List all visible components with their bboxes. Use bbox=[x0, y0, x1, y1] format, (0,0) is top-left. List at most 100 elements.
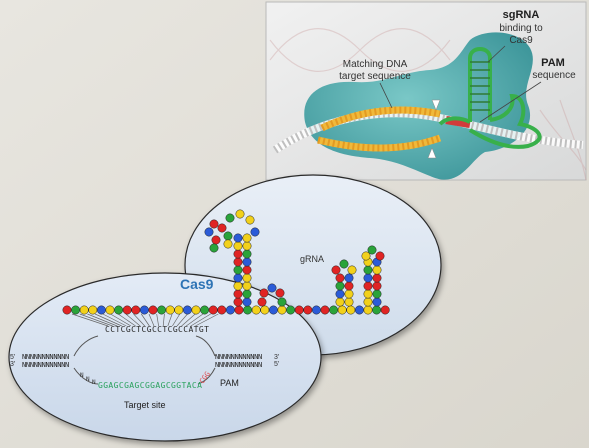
bottom-panel: Cas9 gRNA CCTCGCTCGCCTCGCCATGT 5' 3' NNN… bbox=[8, 174, 442, 442]
nucleotide-bead bbox=[267, 283, 277, 293]
nucleotide-bead bbox=[242, 265, 252, 275]
matching-leader-line bbox=[379, 82, 393, 109]
nucleotide-bead bbox=[344, 281, 354, 291]
nucleotide-bead bbox=[277, 297, 287, 307]
pairing-line bbox=[162, 313, 165, 327]
pam-sequence-label: sequence bbox=[532, 70, 576, 81]
nucleotide-bead bbox=[233, 249, 243, 259]
nucleotide-bead bbox=[335, 289, 345, 299]
nucleotide-bead bbox=[71, 305, 81, 315]
nucleotide-bead bbox=[96, 305, 106, 315]
nucleotide-bead bbox=[363, 305, 373, 315]
nucleotide-bead bbox=[242, 273, 252, 283]
nucleotide-bead bbox=[347, 265, 357, 275]
cas9-label: Cas9 bbox=[180, 276, 214, 292]
sgrna-hairpin bbox=[438, 47, 542, 149]
sgrna-label: sgRNA bbox=[503, 9, 540, 21]
pairing-line bbox=[141, 313, 150, 327]
nucleotide-bead bbox=[114, 305, 124, 315]
guide-sequence-text: CCTCGCTCGCCTCGCCATGT bbox=[105, 325, 209, 334]
nucleotide-bead bbox=[245, 215, 255, 225]
nucleotide-bead bbox=[344, 289, 354, 299]
pairing-line bbox=[102, 313, 127, 327]
nucleotide-bead bbox=[191, 305, 201, 315]
nucleotide-bead bbox=[157, 305, 167, 315]
strand-right-top: NNNNNNNNNNNN bbox=[215, 353, 262, 361]
pairing-line bbox=[87, 313, 118, 327]
nucleotide-bead bbox=[331, 265, 341, 275]
nucleotide-bead bbox=[182, 305, 192, 315]
nucleotide-bead bbox=[372, 281, 382, 291]
nucleotide-bead bbox=[259, 288, 269, 298]
nucleotide-bead bbox=[233, 297, 243, 307]
nucleotide-bead bbox=[286, 305, 296, 315]
nucleotide-bead bbox=[148, 305, 158, 315]
nucleotide-bead bbox=[233, 273, 243, 283]
strand-5-right: 5' bbox=[274, 361, 279, 368]
nucleotide-bead bbox=[211, 235, 221, 245]
bubble-n-left-3: N bbox=[92, 379, 96, 386]
nucleotide-bead bbox=[361, 251, 371, 261]
nucleotide-bead bbox=[294, 305, 304, 315]
nucleotide-beads bbox=[62, 209, 390, 315]
nucleotide-bead bbox=[105, 305, 115, 315]
pairing-line bbox=[195, 313, 219, 327]
nucleotide-bead bbox=[372, 289, 382, 299]
strand-right-bottom: NNNNNNNNNNNN bbox=[215, 361, 262, 369]
nucleotide-bead bbox=[344, 297, 354, 307]
nucleotide-bead bbox=[233, 289, 243, 299]
cleavage-marks bbox=[427, 99, 441, 159]
nucleotide-bead bbox=[372, 273, 382, 283]
nucleotide-bead bbox=[217, 223, 227, 233]
nucleotide-bead bbox=[250, 227, 260, 237]
sgrna-label-group: sgRNA binding to Cas9 bbox=[487, 9, 543, 63]
pam-label-group: PAM sequence bbox=[479, 57, 576, 123]
nucleotide-bead bbox=[174, 305, 184, 315]
matching-dna-label: Matching DNA bbox=[343, 59, 408, 70]
nucleotide-bead bbox=[200, 305, 210, 315]
pam-label: PAM bbox=[220, 378, 239, 388]
pairing-line bbox=[156, 313, 159, 327]
nucleotide-bead bbox=[242, 241, 252, 251]
nucleotide-bead bbox=[380, 305, 390, 315]
pairing-line bbox=[118, 313, 136, 327]
nucleotide-bead bbox=[62, 305, 72, 315]
target-sequence-label: target sequence bbox=[339, 71, 411, 82]
nucleotide-bead bbox=[242, 233, 252, 243]
nucleotide-bead bbox=[344, 273, 354, 283]
nucleotide-bead bbox=[277, 305, 287, 315]
strand-3-left: 3' bbox=[10, 361, 15, 368]
nucleotide-bead bbox=[372, 265, 382, 275]
pairing-line bbox=[167, 313, 173, 327]
nucleotide-bead bbox=[363, 297, 373, 307]
bubble-n-left-1: N bbox=[80, 372, 84, 379]
nucleotide-bead bbox=[375, 251, 385, 261]
nucleotide-bead bbox=[242, 289, 252, 299]
nucleotide-bead bbox=[337, 305, 347, 315]
strand-left-bottom: NNNNNNNNNNNN bbox=[22, 361, 69, 369]
bubble-arc-bottom-left bbox=[73, 367, 99, 385]
nucleotide-bead bbox=[139, 305, 149, 315]
nucleotide-bead bbox=[223, 239, 233, 249]
top-panel: sgRNA binding to Cas9 PAM sequence Match… bbox=[265, 1, 587, 181]
nucleotide-bead bbox=[165, 305, 175, 315]
nucleotide-bead bbox=[372, 305, 382, 315]
nucleotide-bead bbox=[346, 305, 356, 315]
nucleotide-bead bbox=[131, 305, 141, 315]
pam-leader-line bbox=[479, 81, 542, 123]
target-site-label: Target site bbox=[124, 400, 166, 410]
pairing-line bbox=[181, 313, 196, 327]
nucleotide-bead bbox=[225, 305, 235, 315]
nucleotide-bead bbox=[257, 297, 267, 307]
nucleotide-bead bbox=[209, 243, 219, 253]
nucleotide-bead bbox=[88, 305, 98, 315]
strand-left-top: NNNNNNNNNNNN bbox=[22, 353, 69, 361]
nucleotide-bead bbox=[233, 265, 243, 275]
nucleotide-bead bbox=[311, 305, 321, 315]
nucleotide-bead bbox=[209, 219, 219, 229]
pairing-line bbox=[185, 313, 204, 327]
nucleotide-bead bbox=[260, 305, 270, 315]
nucleotide-bead bbox=[79, 305, 89, 315]
pairing-line bbox=[71, 313, 109, 327]
